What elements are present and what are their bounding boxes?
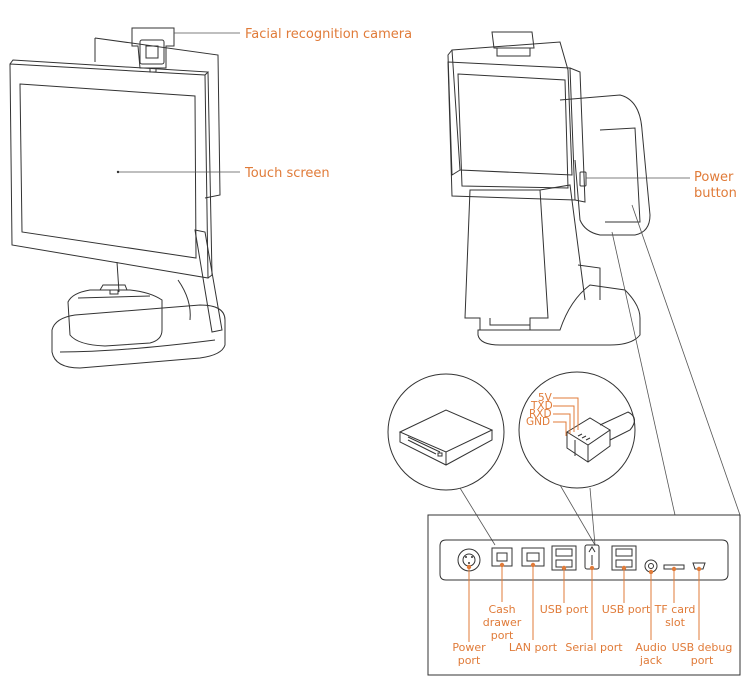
- audio-jack-label-1: Audio: [635, 641, 667, 654]
- usb-debug-label-1: USB debug: [672, 641, 733, 654]
- cash-drawer-label-1: Cash: [488, 603, 515, 616]
- audio-jack-label-2: jack: [639, 654, 663, 667]
- cash-drawer-label-2: drawer: [483, 616, 522, 629]
- serial-port-icon: [584, 544, 600, 570]
- printer-box: [67, 284, 163, 347]
- cash-drawer-zoom: [387, 373, 505, 546]
- camera-module: [131, 27, 175, 73]
- power-button-label-2: button: [694, 186, 737, 201]
- main-touch-screen: [9, 59, 213, 279]
- power-port-label-2: port: [458, 654, 481, 667]
- front-view-device: [9, 27, 240, 369]
- usb-debug-label-2: port: [691, 654, 714, 667]
- touch-screen-label: Touch screen: [244, 166, 330, 181]
- pin-gnd: GND: [526, 416, 550, 428]
- pin-5v: 5V: [538, 392, 553, 404]
- camera-label: Facial recognition camera: [245, 27, 412, 42]
- lan-port-label: LAN port: [509, 641, 558, 654]
- pin-txd: TXD: [530, 400, 553, 412]
- usb-debug-port-icon: [692, 562, 706, 570]
- serial-port-label: Serial port: [565, 641, 623, 654]
- tf-card-label-1: TF card: [654, 603, 696, 616]
- power-button-shape: [579, 171, 587, 187]
- pin-rxd: RXD: [529, 408, 552, 420]
- power-port-label-1: Power: [452, 641, 486, 654]
- usb-port-2-label: USB port: [602, 603, 651, 616]
- serial-zoom: [518, 371, 636, 546]
- port-panel: [427, 514, 741, 676]
- rear-view-device: [447, 31, 690, 346]
- usb-port-1-label: USB port: [540, 603, 589, 616]
- cash-drawer-label-3: port: [491, 629, 514, 642]
- rear-view-screen: [447, 61, 586, 203]
- power-button-label-1: Power: [694, 170, 734, 185]
- tf-card-label-2: slot: [665, 616, 686, 629]
